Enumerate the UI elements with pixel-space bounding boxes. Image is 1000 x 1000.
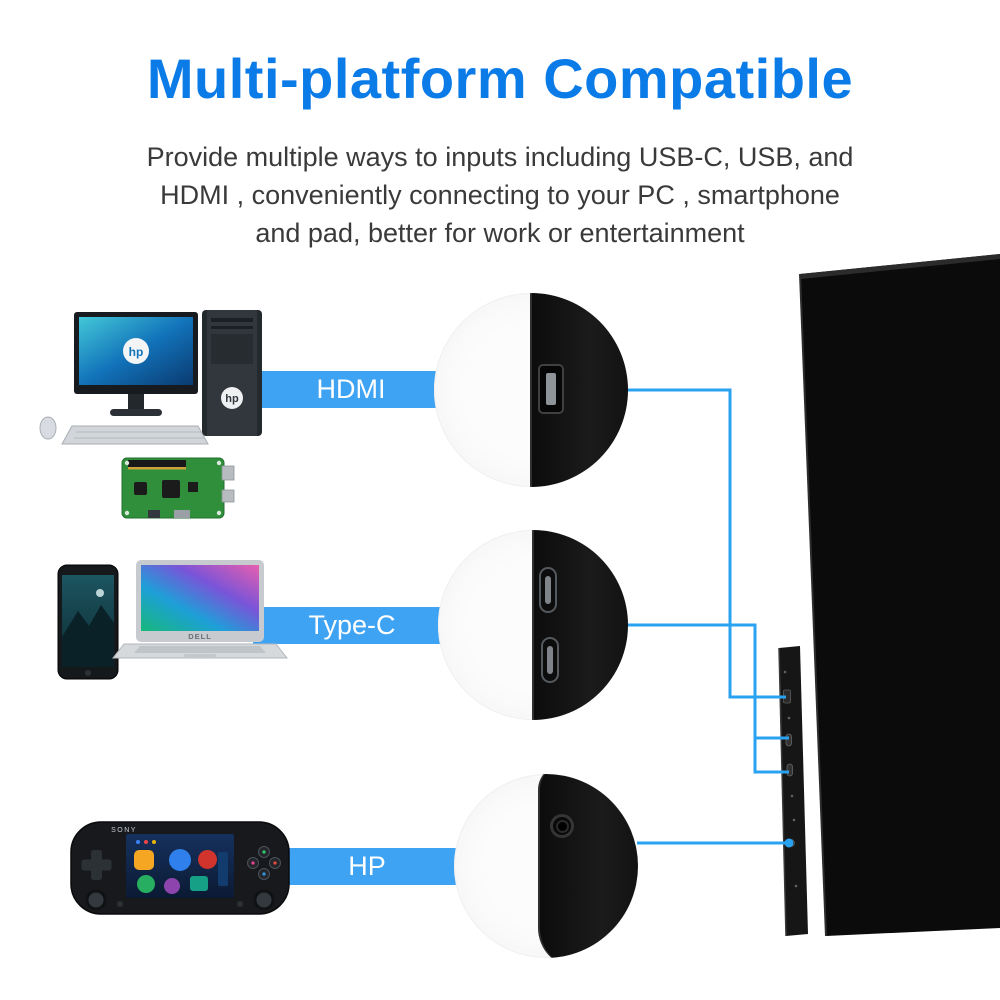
console-right-stick [253,889,275,911]
monitor-brand-logo: hp [129,345,144,359]
hp-label: HP [348,851,386,881]
monitor-panel [800,254,1000,936]
monitor-edge-closeup-typec [532,530,628,720]
edge-hdmi-port [783,689,791,704]
monitor-top-edge [800,254,1000,279]
laptop-brand-logo: DELL [188,632,212,641]
monitor-edge-closeup-hp [538,774,638,958]
typec-label: Type-C [308,610,396,640]
tower-pc: hp [202,310,262,436]
tower-brand-logo: hp [225,393,239,405]
hdmi-port-closeup [538,364,564,414]
console-left-stick [85,889,107,911]
hdmi-label-bar: HDMI [253,371,449,408]
headphone-jack-closeup [550,814,574,838]
hdmi-label: HDMI [316,374,386,404]
subtitle-line-3: and pad, better for work or entertainmen… [255,218,745,248]
smartphone-image [56,563,120,681]
mouse [39,416,57,440]
page-title: Multi-platform Compatible [146,47,854,110]
hp-callout-circle [454,774,638,958]
game-console-image: SONY [68,806,292,930]
subtitle: Provide multiple ways to inputs includin… [0,138,1000,252]
hp-label-bar: HP [268,848,466,885]
edge-usbc-port-2 [786,763,793,777]
usbc-port-closeup-1 [539,567,557,613]
console-screen-icons [134,840,228,894]
edge-headphone-jack [787,839,795,847]
portable-monitor-image [778,254,1000,937]
usbc-port-closeup-2 [541,637,559,683]
keyboard [61,425,209,445]
console-dpad [81,850,112,880]
subtitle-line-1: Provide multiple ways to inputs includin… [146,142,854,172]
hdmi-callout-circle [434,293,628,487]
subtitle-line-2: HDMI , conveniently connecting to your P… [160,180,840,210]
typec-label-bar: Type-C [253,607,451,644]
raspberry-pi-image [118,450,236,524]
desktop-computer-image: hp hp [22,296,274,464]
typec-callout-circle [438,530,628,720]
monitor-side-edge [779,646,808,936]
laptop-image: DELL [110,558,288,668]
desktop-monitor: hp [74,312,198,416]
edge-usbc-port-1 [785,733,792,747]
console-brand-logo: SONY [111,827,137,834]
console-face-buttons [247,846,281,880]
